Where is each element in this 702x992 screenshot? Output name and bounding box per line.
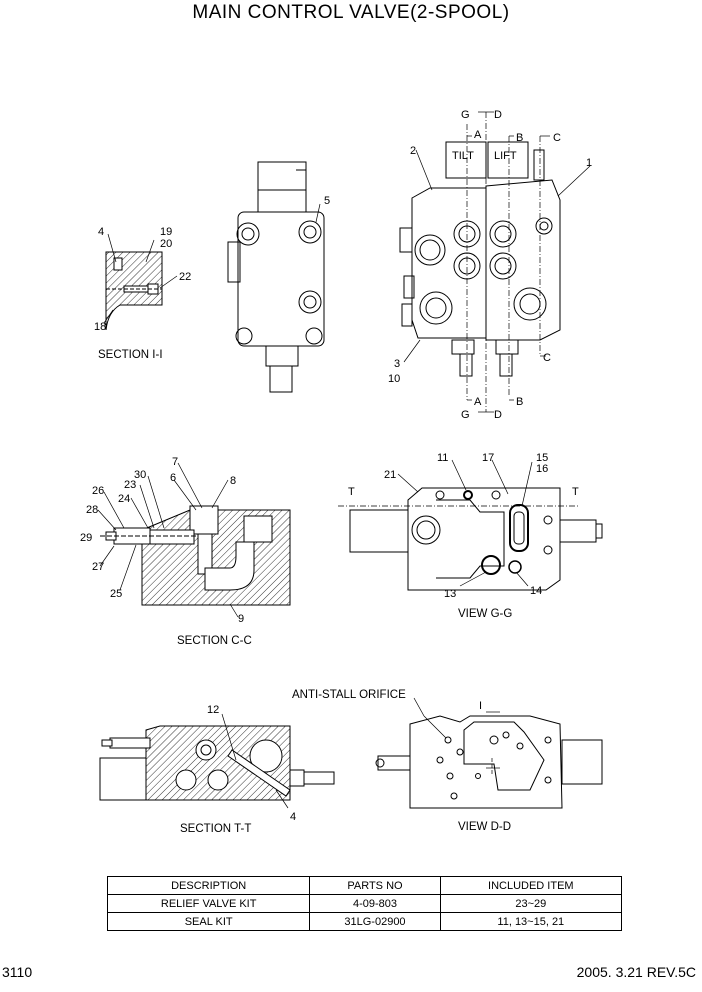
callout-30: 30 (134, 469, 146, 481)
mark-t-left: T (348, 486, 355, 498)
callout-20: 20 (160, 238, 172, 250)
callout-16: 16 (536, 463, 548, 475)
kit-cell-parts-no: 31LG-02900 (309, 912, 441, 931)
callout-9: 9 (238, 613, 244, 625)
view-d-leaders (413, 697, 500, 776)
callout-28: 28 (86, 504, 98, 516)
callout-15: 15 (536, 452, 548, 464)
callout-14: 14 (530, 585, 542, 597)
kit-table-row: RELIEF VALVE KIT 4-09-803 23~29 (106, 894, 623, 913)
callout-22: 22 (179, 271, 191, 283)
front-view-drawing (399, 141, 561, 377)
mark-c-bottom: C (543, 352, 551, 364)
mark-t-right: T (572, 486, 579, 498)
caption-section-t: SECTION T-T (180, 823, 251, 835)
caption-view-g: VIEW G-G (458, 608, 512, 620)
callout-1: 1 (586, 157, 592, 169)
mark-c-top: C (553, 132, 561, 144)
section-i-leaders (103, 233, 178, 324)
callout-4-t: 4 (290, 811, 296, 823)
callout-8: 8 (230, 475, 236, 487)
kit-cell-description: SEAL KIT (106, 912, 311, 931)
anti-stall-orifice-label: ANTI-STALL ORIFICE (292, 689, 406, 701)
side-view-drawing (227, 161, 325, 393)
mark-a-top: A (474, 129, 482, 141)
kit-cell-parts-no: 4-09-803 (309, 894, 441, 913)
kit-cell-included-item: 11, 13~15, 21 (439, 912, 623, 931)
page-number: 3110 (2, 964, 33, 980)
section-t-leaders (221, 713, 289, 809)
callout-27: 27 (92, 561, 104, 573)
kit-header-parts-no: PARTS NO (309, 876, 441, 895)
callout-6: 6 (170, 472, 176, 484)
callout-18: 18 (94, 321, 106, 333)
front-view-leaders (403, 111, 591, 413)
callout-3: 3 (394, 358, 400, 370)
spool-label-lift: LIFT (494, 150, 517, 162)
kit-header-description: DESCRIPTION (106, 876, 311, 895)
kit-table-header: DESCRIPTION PARTS NO INCLUDED ITEM (106, 876, 623, 895)
revision-stamp: 2005. 3.21 REV.5C (576, 964, 696, 980)
kit-cell-description: RELIEF VALVE KIT (106, 894, 311, 913)
kit-header-included-item: INCLUDED ITEM (439, 876, 623, 895)
callout-7: 7 (172, 456, 178, 468)
mark-b-bottom: B (516, 396, 523, 408)
mark-i-top: I (479, 700, 482, 712)
callout-17: 17 (482, 452, 494, 464)
callout-12: 12 (207, 704, 219, 716)
kit-table: DESCRIPTION PARTS NO INCLUDED ITEM RELIE… (106, 876, 623, 931)
callout-13: 13 (444, 588, 456, 600)
caption-view-d: VIEW D-D (458, 821, 511, 833)
section-c-leaders (97, 462, 239, 618)
callout-23: 23 (124, 479, 136, 491)
spool-label-tilt: TILT (452, 150, 474, 162)
callout-21: 21 (384, 469, 396, 481)
section-t-drawing (99, 725, 335, 801)
mark-d-bottom: D (494, 409, 502, 421)
front-view-section-lines (466, 112, 541, 412)
mark-d-top: D (494, 109, 502, 121)
mark-g-bottom: G (461, 409, 470, 421)
caption-section-i: SECTION I-I (98, 349, 163, 361)
callout-10: 10 (388, 373, 400, 385)
callout-19: 19 (160, 226, 172, 238)
caption-section-c: SECTION C-C (177, 635, 252, 647)
callout-11: 11 (437, 452, 448, 464)
mark-b-top: B (516, 132, 523, 144)
callout-29: 29 (80, 532, 92, 544)
view-d-drawing (375, 715, 603, 809)
callout-24: 24 (118, 493, 130, 505)
view-g-leaders (338, 459, 580, 587)
kit-cell-included-item: 23~29 (439, 894, 623, 913)
callout-4: 4 (98, 226, 104, 238)
mark-g-top: G (461, 109, 470, 121)
section-i-drawing (105, 251, 163, 331)
callout-25: 25 (110, 588, 122, 600)
callout-26: 26 (92, 485, 104, 497)
mark-a-bottom: A (474, 396, 482, 408)
callout-2: 2 (410, 145, 416, 157)
view-g-drawing (349, 487, 603, 591)
kit-table-row: SEAL KIT 31LG-02900 11, 13~15, 21 (106, 912, 623, 931)
callout-5: 5 (324, 195, 330, 207)
page-title: MAIN CONTROL VALVE(2-SPOOL) (192, 2, 510, 23)
section-c-drawing (100, 505, 291, 606)
